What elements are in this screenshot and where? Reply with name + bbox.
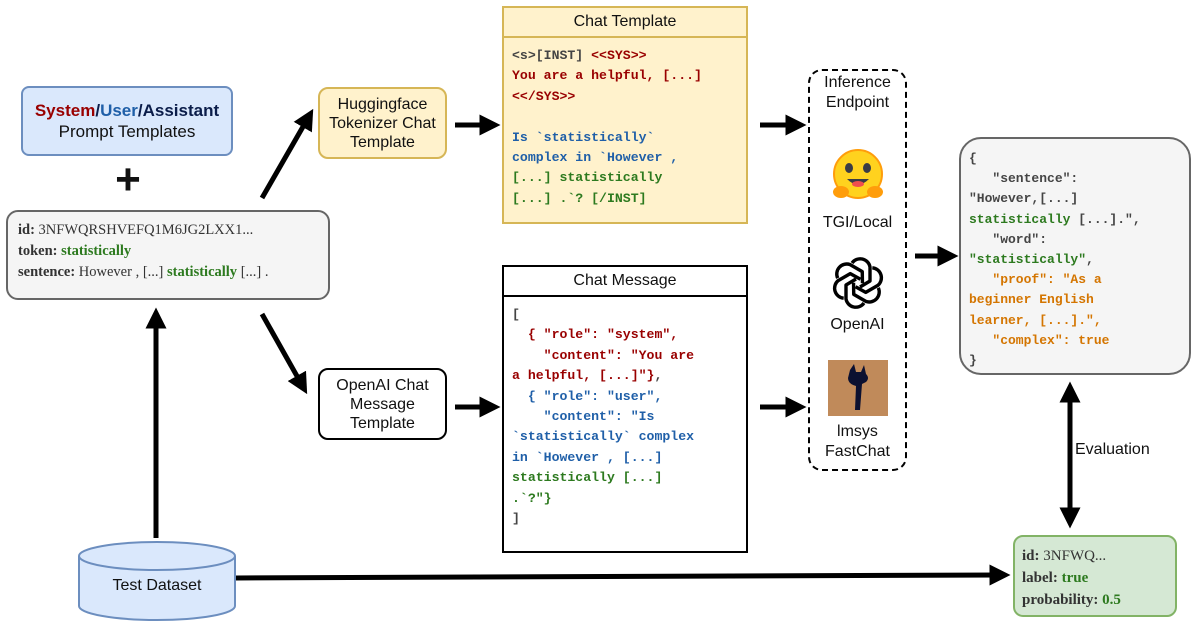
sentence-prefix: However , [...] bbox=[78, 264, 167, 280]
code-segment: "proof": "As a bbox=[969, 272, 1102, 288]
lmsys-logo-icon bbox=[828, 360, 888, 416]
chat-message-code: [ { "role": "system", "content": "You ar… bbox=[504, 297, 746, 537]
inference-endpoint-group: Inference Endpoint TGI/Local OpenAI bbox=[808, 69, 907, 471]
code-segment: "complex": true bbox=[969, 332, 1110, 348]
hf-line: Template bbox=[350, 133, 415, 151]
code-segment: { bbox=[969, 151, 977, 166]
chat-template-title: Chat Template bbox=[504, 8, 746, 38]
sample-sentence-label: sentence: bbox=[18, 264, 76, 280]
code-segment: .`?"} bbox=[512, 490, 552, 506]
code-segment: ] bbox=[512, 511, 520, 527]
gt-id-label: id: bbox=[1022, 548, 1040, 564]
arrow-dataset-to-groundtruth bbox=[235, 564, 1011, 586]
code-segment: { "role": "system", bbox=[512, 327, 679, 343]
separator: / bbox=[95, 101, 101, 120]
gt-prob-row: probability: 0.5 bbox=[1022, 589, 1168, 611]
endpoint-title: Inference Endpoint bbox=[810, 73, 905, 113]
oai-line: Template bbox=[350, 414, 415, 432]
lmsys-label-line: lmsys bbox=[837, 423, 878, 440]
gt-prob-label: probability: bbox=[1022, 592, 1099, 608]
ground-truth-box: id: 3NFWQ... label: true probability: 0.… bbox=[1013, 535, 1177, 617]
code-segment: statistically bbox=[559, 170, 663, 186]
code-segment: [...] bbox=[512, 170, 560, 186]
oai-line: Message bbox=[350, 395, 415, 413]
sample-id-value: 3NFWQRSHVEFQ1M6JG2LXX1... bbox=[38, 222, 254, 238]
endpoint-title-line: Endpoint bbox=[825, 94, 890, 111]
code-segment: , bbox=[1086, 252, 1094, 268]
hf-line: Tokenizer Chat bbox=[329, 114, 436, 132]
arrow-sample-to-hf bbox=[259, 108, 314, 200]
code-segment: [...] .`? [/INST] bbox=[512, 190, 647, 206]
sample-id-label: id: bbox=[18, 222, 35, 238]
code-segment: "word": bbox=[969, 231, 1048, 247]
chat-message-title: Chat Message bbox=[504, 267, 746, 297]
code-segment: "However,[...] bbox=[969, 191, 1079, 207]
openai-logo-icon bbox=[832, 257, 884, 309]
code-segment: "content": "Is bbox=[512, 409, 655, 425]
code-segment: <</SYS>> bbox=[512, 88, 576, 104]
test-dataset-label: Test Dataset bbox=[112, 577, 202, 594]
arrow-sample-to-openai bbox=[259, 312, 308, 395]
gt-id-row: id: 3NFWQ... bbox=[1022, 545, 1168, 567]
code-segment: <s>[INST] bbox=[512, 48, 592, 63]
role-user-label: User bbox=[100, 101, 138, 120]
sample-token-value: statistically bbox=[61, 243, 132, 259]
model-output-box: { "sentence": "However,[...] statistical… bbox=[959, 137, 1191, 375]
openai-message-template-box: OpenAI Chat Message Template bbox=[318, 368, 447, 440]
gt-label-row: label: true bbox=[1022, 567, 1168, 589]
code-segment: [...].", bbox=[1070, 211, 1141, 227]
separator: / bbox=[137, 101, 143, 120]
code-segment: "statistically" bbox=[969, 252, 1087, 268]
code-segment: You are a helpful, [...] bbox=[512, 68, 702, 84]
tgi-label: TGI/Local bbox=[822, 214, 893, 231]
evaluation-label: Evaluation bbox=[1075, 441, 1150, 458]
code-segment: <<SYS>> bbox=[591, 48, 647, 63]
sentence-suffix: [...] . bbox=[237, 264, 269, 280]
lmsys-label-line: FastChat bbox=[825, 443, 890, 460]
code-segment: [ bbox=[512, 307, 520, 322]
code-segment: } bbox=[969, 353, 977, 369]
sample-record-box: id: 3NFWQRSHVEFQ1M6JG2LXX1... token: sta… bbox=[6, 210, 330, 300]
oai-line: OpenAI Chat bbox=[336, 376, 429, 394]
code-segment: "sentence": bbox=[969, 171, 1079, 187]
endpoint-title-line: Inference bbox=[824, 74, 891, 91]
code-segment: { "role": "user", bbox=[512, 388, 663, 404]
chat-template-panel: Chat Template <s>[INST] <<SYS>> You are … bbox=[502, 6, 748, 224]
sample-token-row: token: statistically bbox=[18, 241, 318, 262]
sentence-highlight-word: statistically bbox=[166, 264, 238, 280]
database-icon bbox=[78, 541, 236, 621]
sample-sentence-row: sentence: However , [...] statistically … bbox=[18, 262, 318, 283]
code-segment: statistically [...] bbox=[512, 470, 663, 486]
sample-id-row: id: 3NFWQRSHVEFQ1M6JG2LXX1... bbox=[18, 220, 318, 241]
code-segment: statistically bbox=[969, 211, 1071, 227]
lmsys-label: lmsys FastChat bbox=[810, 422, 905, 462]
plus-icon: + bbox=[115, 155, 141, 204]
gt-id-value: 3NFWQ... bbox=[1043, 548, 1107, 564]
code-segment: , bbox=[654, 368, 663, 384]
prompt-templates-box: System/User/Assistant Prompt Templates bbox=[21, 86, 233, 156]
code-segment: beginner English bbox=[969, 292, 1094, 308]
huggingface-icon bbox=[833, 149, 883, 199]
role-assistant-label: Assistant bbox=[142, 101, 220, 120]
code-segment: complex in `However , bbox=[512, 150, 679, 166]
openai-label: OpenAI bbox=[830, 316, 885, 333]
code-segment: `statistically` complex bbox=[512, 429, 695, 445]
gt-label-value: true bbox=[1061, 570, 1089, 586]
code-segment: learner, [...].", bbox=[969, 312, 1102, 328]
chat-message-panel: Chat Message [ { "role": "system", "cont… bbox=[502, 265, 748, 553]
code-segment: in `However , [...] bbox=[512, 449, 663, 465]
code-segment: Is `statistically` bbox=[512, 129, 655, 145]
hf-line: Huggingface bbox=[337, 95, 428, 113]
prompt-templates-subtitle: Prompt Templates bbox=[58, 122, 196, 141]
role-system-label: System bbox=[34, 101, 96, 120]
code-segment: "content": "You are bbox=[512, 347, 695, 363]
code-segment: a helpful, [...]"} bbox=[512, 368, 655, 384]
chat-template-code: <s>[INST] <<SYS>> You are a helpful, [..… bbox=[504, 38, 746, 217]
hf-tokenizer-template-box: Huggingface Tokenizer Chat Template bbox=[318, 87, 447, 159]
gt-label-label: label: bbox=[1022, 570, 1058, 586]
sample-token-label: token: bbox=[18, 243, 58, 259]
gt-prob-value: 0.5 bbox=[1102, 592, 1121, 608]
model-output-code: { "sentence": "However,[...] statistical… bbox=[961, 139, 1189, 381]
